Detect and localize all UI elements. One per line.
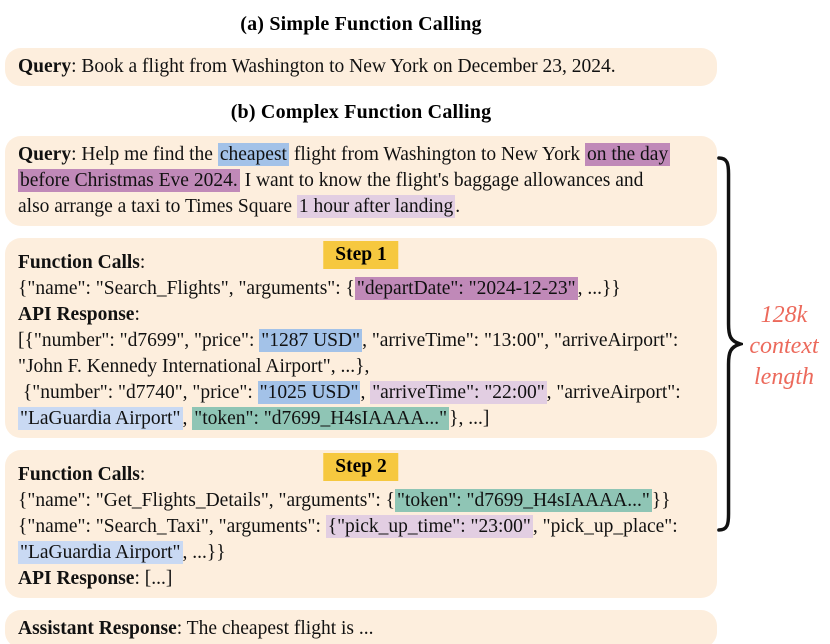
bold-label: API Response: [18, 304, 135, 325]
text-line: Function Calls:: [18, 250, 704, 276]
bold-label: API Response: [18, 568, 135, 589]
highlight-purple: before Christmas Eve 2024.: [18, 169, 240, 192]
text-segment: {"name": "Search_Taxi", "arguments":: [18, 516, 326, 537]
text-segment: ,: [360, 382, 371, 403]
content-column: (a) Simple Function Calling Query: Book …: [5, 0, 717, 644]
simple-query-text: Query: Book a flight from Washington to …: [18, 54, 704, 80]
text-segment: }}: [651, 490, 671, 511]
highlight-purple: on the day: [584, 143, 671, 166]
text-segment: , ...}}: [182, 542, 226, 563]
step2-box: Step 2 Function Calls:{"name": "Get_Flig…: [5, 450, 717, 598]
text-segment: {"name": "Get_Flights_Details", "argumen…: [18, 490, 395, 511]
text-segment: : [...]: [134, 568, 173, 589]
text-line: before Christmas Eve 2024. I want to kno…: [18, 168, 704, 194]
text-line: [{"number": "d7699", "price": "1287 USD"…: [18, 328, 704, 354]
assistant-response-text: Assistant Response: The cheapest flight …: [18, 616, 704, 642]
text-segment: also arrange a taxi to Times Square: [18, 196, 297, 217]
highlight-lavender: 1 hour after landing: [296, 195, 456, 218]
text-segment: .: [455, 196, 461, 217]
text-segment: , "arriveAirport":: [546, 382, 681, 403]
text-line: "John F. Kennedy International Airport",…: [18, 354, 704, 380]
step1-badge: Step 1: [323, 241, 399, 269]
step2-badge: Step 2: [323, 453, 399, 481]
bold-label: Assistant Response: [18, 618, 177, 639]
curly-brace-icon: [717, 156, 743, 532]
text-line: {"number": "d7740", "price": "1025 USD",…: [18, 380, 704, 406]
text-segment: {"name": "Search_Flights", "arguments": …: [18, 278, 355, 299]
text-line: {"name": "Get_Flights_Details", "argumen…: [18, 488, 704, 514]
highlight-lightblue: "LaGuardia Airport": [18, 541, 183, 564]
context-label-line1: 128k: [760, 302, 808, 328]
text-segment: : Help me find the: [71, 144, 218, 165]
heading-simple-function-calling: (a) Simple Function Calling: [240, 13, 482, 35]
text-line: "LaGuardia Airport", "token": "d7699_H4s…: [18, 406, 704, 432]
highlight-lavender: {"pick_up_time": "23:00": [325, 515, 533, 538]
bold-label: Query: [18, 144, 72, 165]
complex-query-box: Query: Help me find the cheapest flight …: [5, 136, 717, 226]
highlight-teal: "token": "d7699_H4sIAAAA...": [192, 407, 450, 430]
text-segment: , ...}}: [577, 278, 621, 299]
text-line: also arrange a taxi to Times Square 1 ho…: [18, 194, 704, 220]
text-segment: "John F. Kennedy International Airport",…: [18, 356, 370, 377]
step2-text: Function Calls:{"name": "Get_Flights_Det…: [18, 462, 704, 592]
step1-text: Function Calls:{"name": "Search_Flights"…: [18, 250, 704, 432]
highlight-teal: "token": "d7699_H4sIAAAA...": [395, 489, 652, 512]
text-segment: :: [134, 304, 140, 325]
highlight-blue: "1025 USD": [257, 381, 361, 404]
complex-query-text: Query: Help me find the cheapest flight …: [18, 142, 704, 220]
assistant-response-box: Assistant Response: The cheapest flight …: [5, 610, 717, 644]
context-length-label: 128k context length: [740, 300, 828, 393]
text-line: Assistant Response: The cheapest flight …: [18, 616, 704, 642]
text-line: API Response: [...]: [18, 566, 704, 592]
highlight-purple: "departDate": "2024-12-23": [354, 277, 578, 300]
text-segment: , "pick_up_place":: [532, 516, 678, 537]
text-line: Function Calls:: [18, 462, 704, 488]
text-line: Query: Help me find the cheapest flight …: [18, 142, 704, 168]
text-segment: I want to know the flight's baggage allo…: [239, 170, 644, 191]
text-segment: :: [139, 252, 146, 273]
text-line: {"name": "Search_Flights", "arguments": …: [18, 276, 704, 302]
text-segment: : The cheapest flight is ...: [176, 618, 374, 639]
text-line: {"name": "Search_Taxi", "arguments": {"p…: [18, 514, 704, 540]
simple-query-box: Query: Book a flight from Washington to …: [5, 48, 717, 86]
bold-label: Function Calls: [18, 464, 140, 485]
text-segment: ,: [182, 408, 193, 429]
text-segment: : Book a flight from Washington to New Y…: [71, 56, 616, 77]
highlight-blue: cheapest: [217, 143, 289, 166]
text-segment: }, ...]: [449, 408, 490, 429]
context-label-line2: context: [749, 333, 819, 359]
text-line: API Response:: [18, 302, 704, 328]
text-segment: , "arriveTime": "13:00", "arriveAirport"…: [362, 330, 679, 351]
step1-box: Step 1 Function Calls:{"name": "Search_F…: [5, 238, 717, 438]
text-segment: flight from Washington to New York: [288, 144, 585, 165]
highlight-blue: "1287 USD": [259, 329, 363, 352]
context-annotation: 128k context length: [712, 0, 830, 644]
text-line: "LaGuardia Airport", ...}}: [18, 540, 704, 566]
text-segment: [{"number": "d7699", "price":: [18, 330, 260, 351]
text-line: Query: Book a flight from Washington to …: [18, 54, 704, 80]
text-segment: {"number": "d7740", "price":: [18, 382, 258, 403]
highlight-lavender: "arriveTime": "22:00": [370, 381, 547, 404]
highlight-lightblue: "LaGuardia Airport": [18, 407, 183, 430]
text-segment: :: [139, 464, 146, 485]
bold-label: Function Calls: [18, 252, 140, 273]
heading-complex-function-calling: (b) Complex Function Calling: [230, 101, 492, 123]
bold-label: Query: [18, 56, 72, 77]
context-label-line3: length: [754, 364, 814, 390]
